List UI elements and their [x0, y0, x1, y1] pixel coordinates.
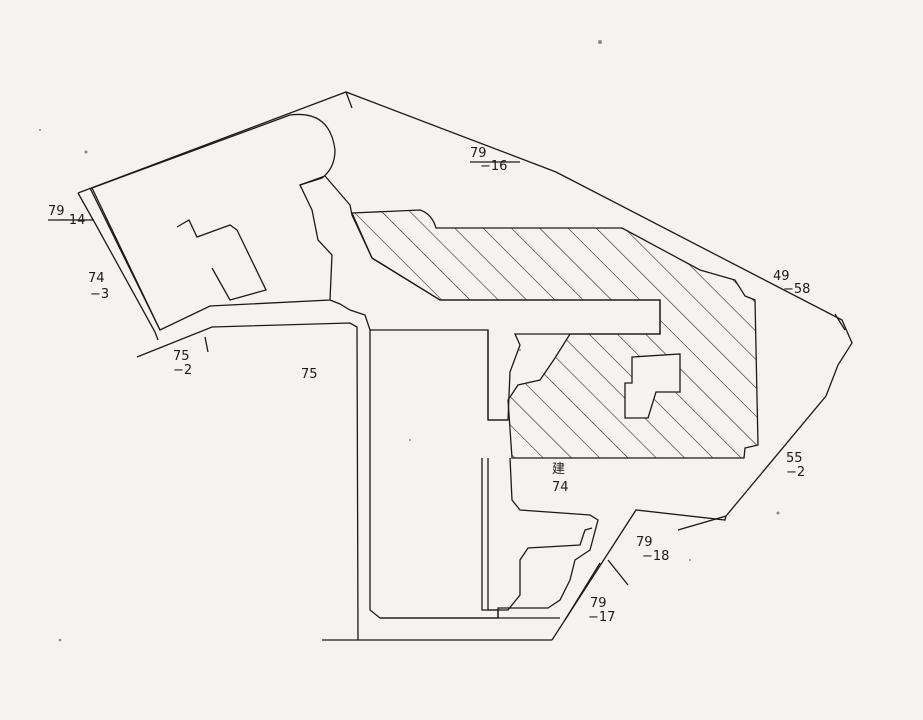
boundary-tick-left [204, 336, 209, 353]
svg-text:55: 55 [786, 451, 803, 466]
lower-inner-block [481, 458, 499, 618]
svg-text:−17: −17 [588, 610, 615, 625]
parcel-label-79-16: 79 −16 [470, 146, 520, 174]
svg-text:−16: −16 [480, 159, 507, 174]
svg-text:74: 74 [88, 271, 105, 286]
svg-text:−2: −2 [173, 363, 192, 378]
courtyard-void [624, 353, 681, 419]
svg-text:79: 79 [636, 535, 653, 550]
svg-text:−58: −58 [783, 282, 810, 297]
parcel-upper-left-outline [91, 113, 336, 331]
parcel-label-49-58: 49 −58 [773, 269, 810, 297]
boundary-tick-top [345, 91, 353, 109]
left-bottom-boundary [136, 322, 359, 641]
svg-text:−18: −18 [642, 549, 669, 564]
svg-text:−2: −2 [786, 465, 805, 480]
parcel-label-74-building: 建 74 [552, 462, 569, 495]
inner-building-upper-left [176, 219, 267, 301]
parcel-label-79-14: 79 −14 [48, 204, 94, 228]
site-boundary-upper [77, 91, 853, 531]
svg-text:建: 建 [552, 462, 565, 477]
road-corridor-left [299, 175, 661, 421]
parcel-label-55-2: 55 −2 [786, 451, 805, 480]
parcel-label-79-18: 79 −18 [636, 535, 669, 564]
boundary-tick-right [834, 313, 846, 331]
hatched-building [351, 209, 759, 459]
right-lower-tick-2 [564, 562, 601, 621]
svg-text:79: 79 [470, 146, 487, 161]
svg-text:79: 79 [590, 596, 607, 611]
right-lower-tick [607, 559, 629, 586]
svg-text:49: 49 [773, 269, 790, 284]
svg-text:75: 75 [301, 367, 318, 382]
parcel-label-74-3: 74 −3 [88, 271, 109, 302]
parcel-label-75: 75 [301, 367, 318, 382]
site-boundary-right-lower [551, 509, 727, 641]
svg-text:79: 79 [48, 204, 65, 219]
parcel-label-75-2: 75 −2 [173, 349, 192, 378]
scan-speckles [39, 40, 780, 642]
left-boundary [77, 192, 159, 341]
lower-inner-block-2 [487, 458, 593, 611]
parcel-label-79-17: 79 −17 [588, 596, 615, 625]
svg-text:−3: −3 [90, 287, 109, 302]
svg-text:74: 74 [552, 480, 569, 495]
svg-text:75: 75 [173, 349, 190, 364]
